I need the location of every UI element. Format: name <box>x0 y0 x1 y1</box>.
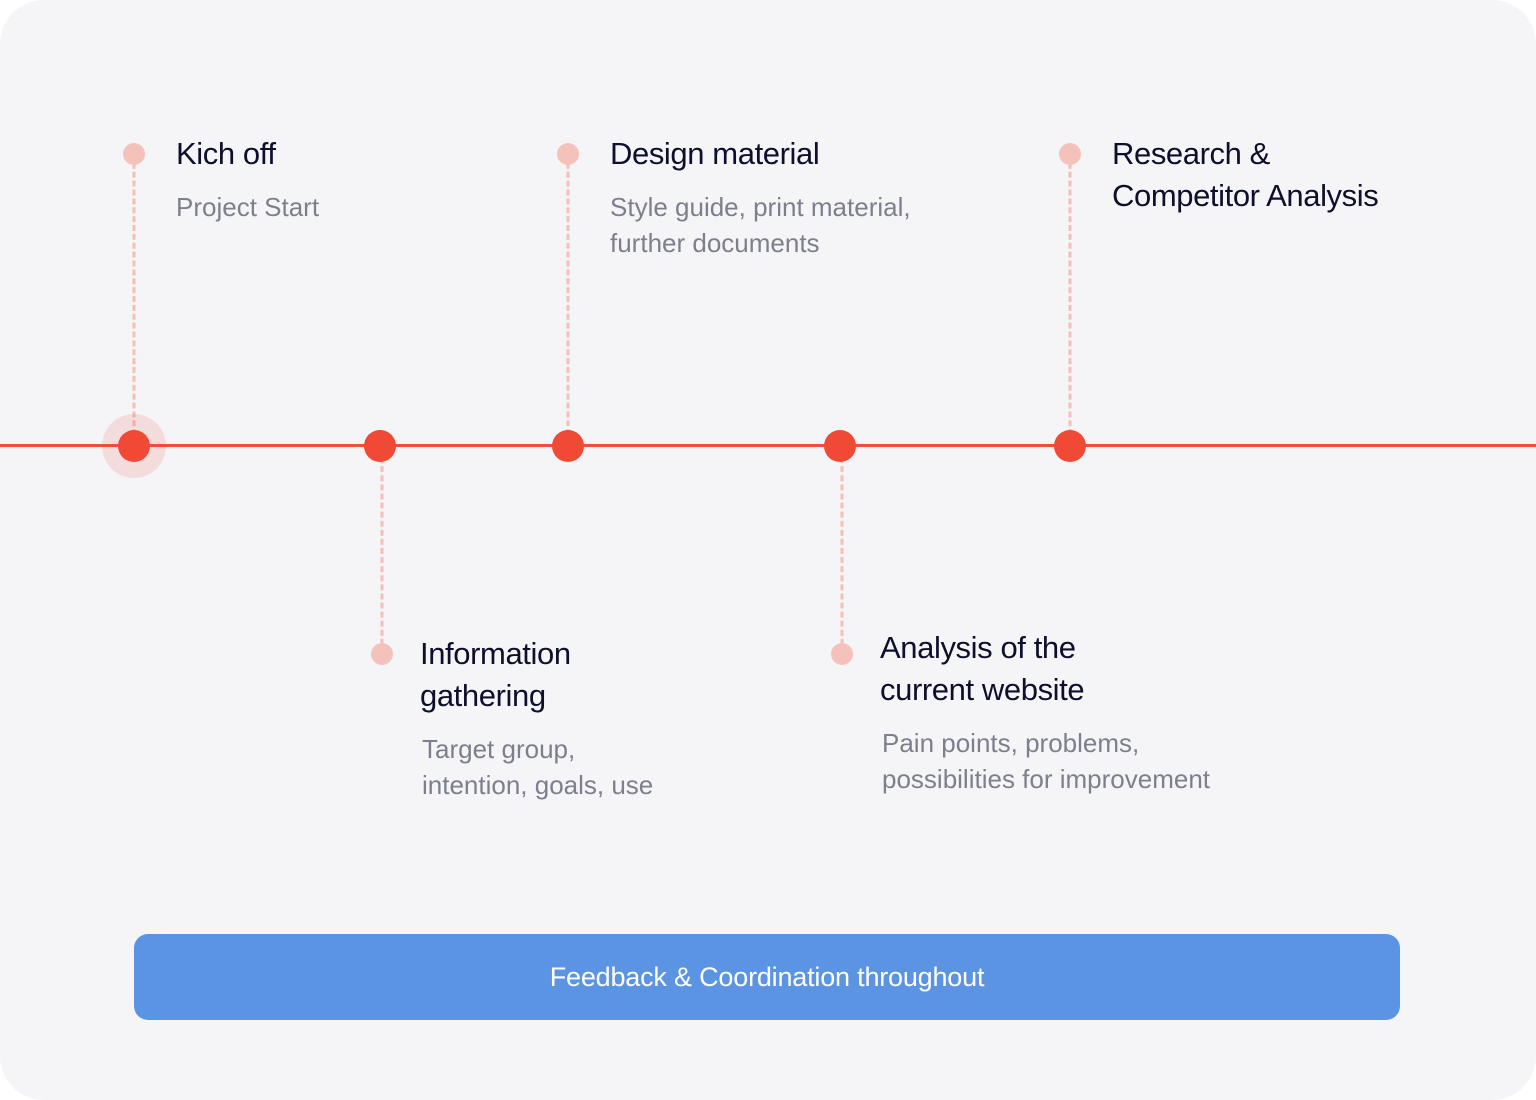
feedback-bar-label: Feedback & Coordination throughout <box>549 961 985 992</box>
milestone-text: Research & Competitor Analysis <box>1112 133 1379 217</box>
timeline-node[interactable] <box>824 430 856 462</box>
timeline-node[interactable] <box>552 430 584 462</box>
milestone-title: Analysis of the current website <box>880 630 1085 707</box>
timeline-line <box>0 444 1536 447</box>
timeline-node[interactable] <box>118 430 150 462</box>
milestone-text: Analysis of the current website Pain poi… <box>880 627 1210 797</box>
connector-line <box>1068 154 1072 444</box>
milestone-end-dot <box>831 643 853 665</box>
milestone-description: Style guide, print material, further doc… <box>610 192 911 258</box>
milestone-end-dot <box>1059 143 1081 165</box>
timeline-node[interactable] <box>364 430 396 462</box>
milestone-text: Kich off Project Start <box>176 133 319 225</box>
milestone-description: Pain points, problems, possibilities for… <box>882 728 1211 794</box>
connector-line <box>840 448 844 654</box>
milestone-text: Design material Style guide, print mater… <box>610 133 911 261</box>
connector-line <box>566 154 570 444</box>
milestone-title: Information gathering <box>420 636 571 713</box>
milestone-title: Kich off <box>176 136 276 171</box>
milestone-description: Target group, intention, goals, use <box>422 734 654 800</box>
connector-line <box>380 448 384 654</box>
connector-line <box>132 154 136 444</box>
milestone-end-dot <box>557 143 579 165</box>
milestone-text: Information gathering Target group, inte… <box>420 633 653 803</box>
milestone-end-dot <box>371 643 393 665</box>
feedback-coordination-bar: Feedback & Coordination throughout <box>134 934 1400 1020</box>
timeline-node[interactable] <box>1054 430 1086 462</box>
milestone-title: Research & Competitor Analysis <box>1112 136 1379 213</box>
milestone-description: Project Start <box>176 192 320 222</box>
milestone-title: Design material <box>610 136 820 171</box>
milestone-end-dot <box>123 143 145 165</box>
